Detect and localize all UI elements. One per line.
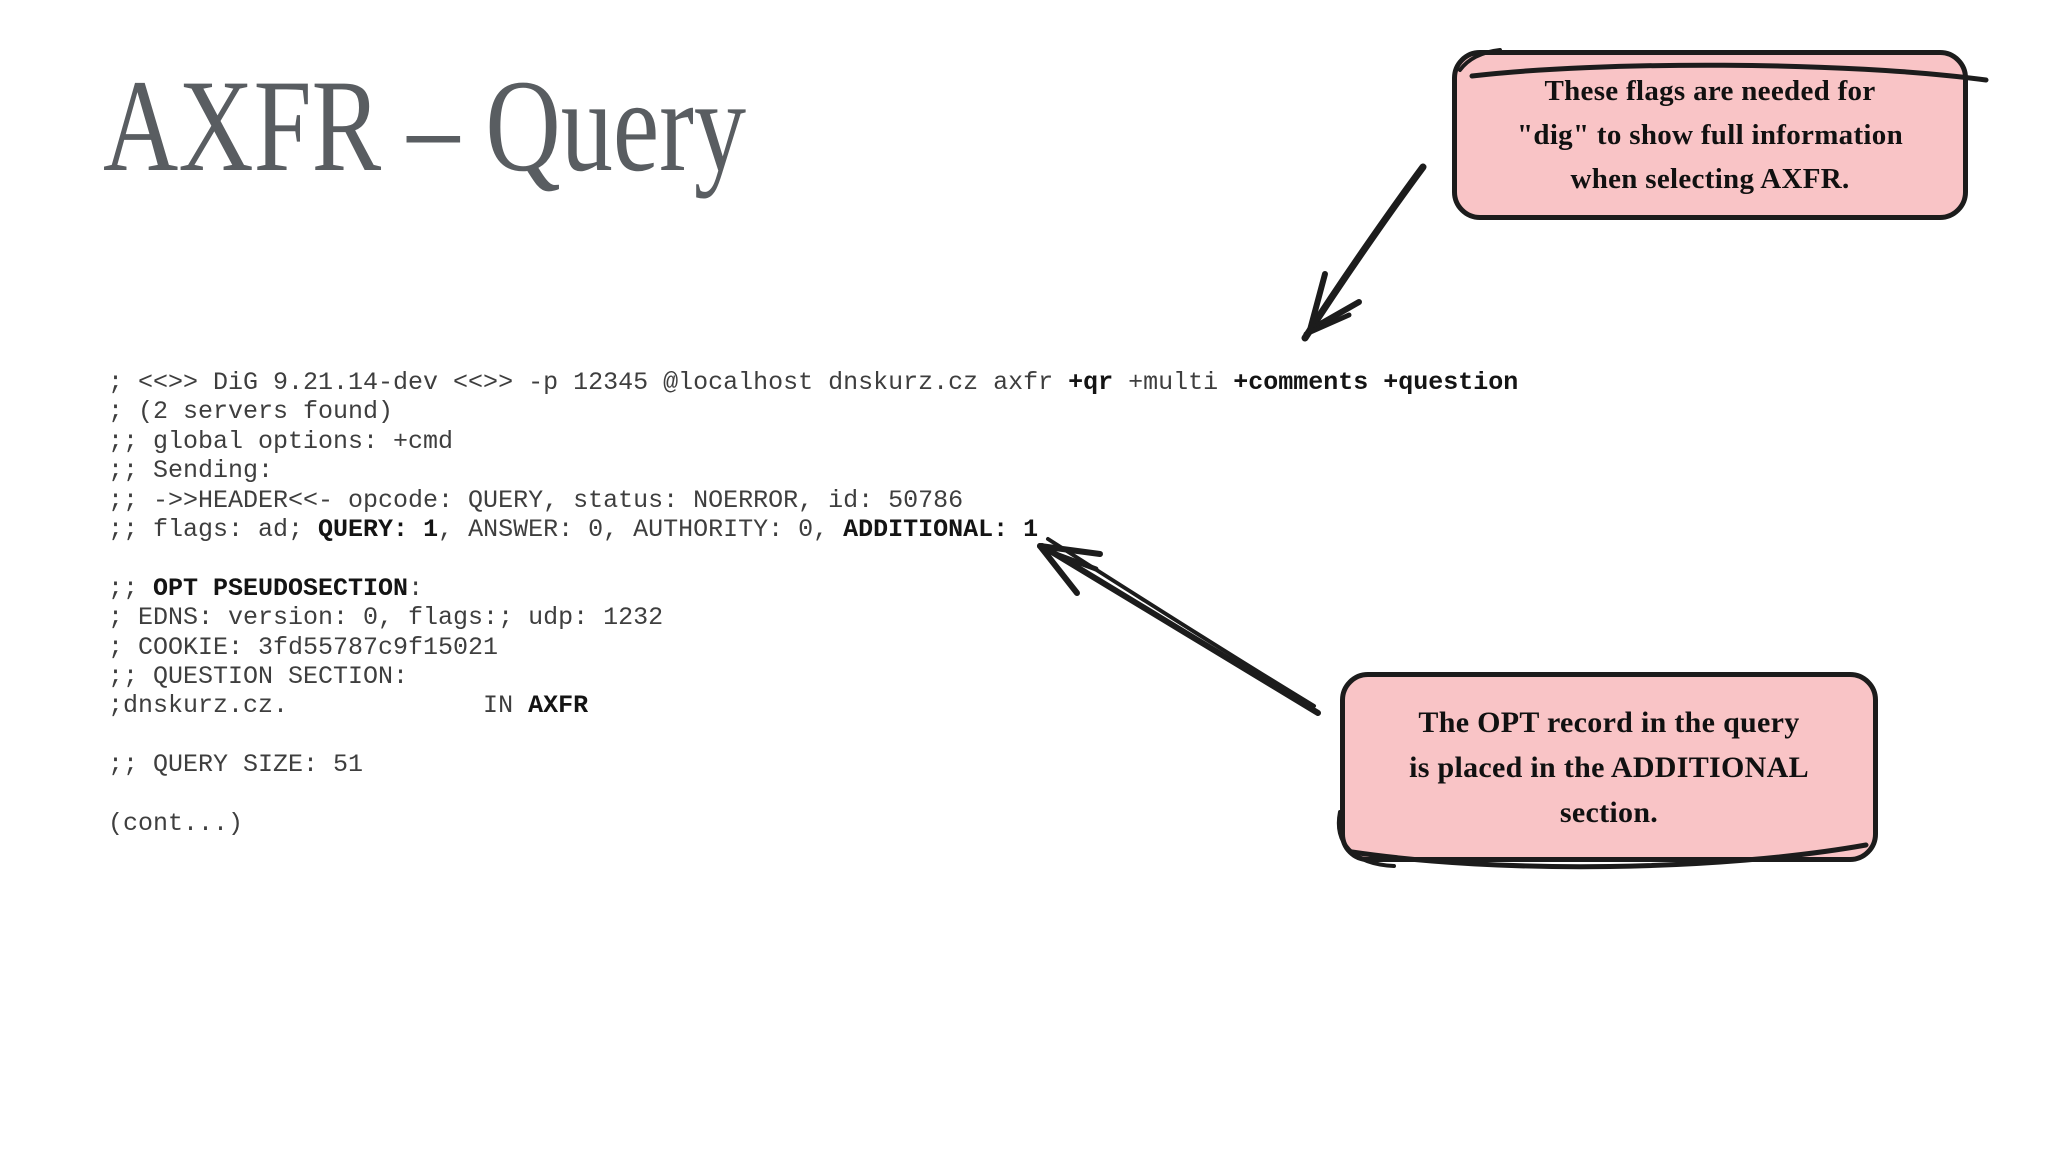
callout-text-line: These flags are needed for xyxy=(1544,75,1876,107)
terminal-line: ; (2 servers found) xyxy=(108,397,394,427)
page-title: AXFR – Query xyxy=(103,52,747,199)
callout-text-line: "dig" to show full information xyxy=(1516,119,1903,151)
terminal-line xyxy=(108,544,1518,573)
callout-text-line: section. xyxy=(1559,795,1659,829)
terminal-line: ; <<>> DiG 9.21.14-dev <<>> -p 12345 @lo… xyxy=(108,368,1519,397)
terminal-line: ;; ->>HEADER<<- opcode: QUERY, status: N… xyxy=(108,485,964,515)
terminal-line: ;; QUERY SIZE: 51 xyxy=(108,750,364,780)
terminal-line: ;dnskurz.cz. IN AXFR xyxy=(108,691,589,721)
terminal-line: ;; OPT PSEUDOSECTION: xyxy=(108,573,424,603)
terminal-line: ;; global options: +cmd xyxy=(108,426,454,456)
terminal-line: ;; flags: ad; QUERY: 1, ANSWER: 0, AUTHO… xyxy=(108,515,1039,545)
callout-text-line: is placed in the ADDITIONAL xyxy=(1409,750,1809,784)
terminal-output: ; <<>> DiG 9.21.14-dev <<>> -p 12345 @lo… xyxy=(108,368,1518,839)
terminal-line: ; EDNS: version: 0, flags:; udp: 1232 xyxy=(108,603,664,633)
callout-text-line: when selecting AXFR. xyxy=(1570,163,1850,195)
terminal-line: ; COOKIE: 3fd55787c9f15021 xyxy=(108,632,499,662)
terminal-line: (cont...) xyxy=(108,809,244,839)
callout-opt-note: The OPT record in the query is placed in … xyxy=(1340,672,1878,862)
terminal-line xyxy=(108,780,1518,809)
terminal-line: ;; Sending: xyxy=(108,456,274,486)
terminal-line xyxy=(108,721,1518,750)
callout-flags-note: These flags are needed for "dig" to show … xyxy=(1452,50,1968,220)
callout-text-line: The OPT record in the query xyxy=(1418,705,1800,739)
arrow-down-left-icon xyxy=(1301,163,1427,342)
terminal-line: ;; QUESTION SECTION: xyxy=(108,662,409,692)
